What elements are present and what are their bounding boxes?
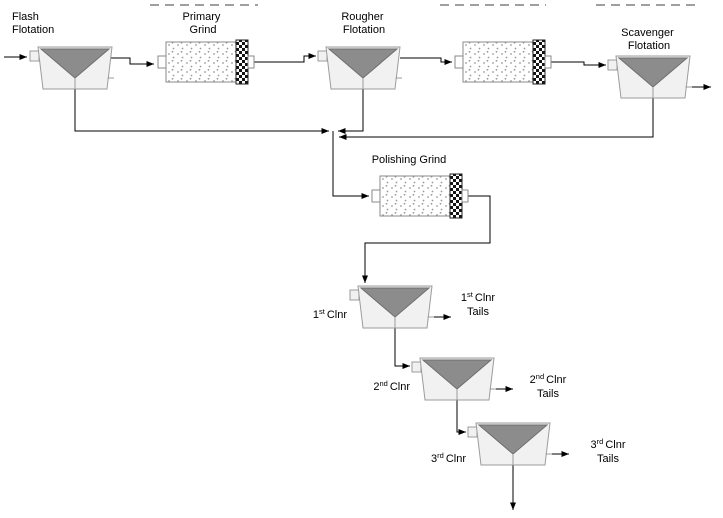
cleaner1-flotation-cell xyxy=(349,285,435,329)
polishing-grind-label: Polishing Grind xyxy=(372,154,447,166)
cleaner3-flotation-cell xyxy=(467,422,553,466)
secondary-grind-mill xyxy=(454,39,552,85)
stream-primary-grind-to-rougher xyxy=(254,53,316,63)
scavenger-flotation-cell xyxy=(607,55,693,99)
cleaner2-flotation-cell xyxy=(411,357,497,401)
stream-flash-conc-to-junction xyxy=(74,89,329,134)
scavenger-flotation-label: Scavenger Flotation xyxy=(621,27,677,52)
stream-cleaner2-conc-to-cleaner3 xyxy=(456,400,466,435)
flash-flotation-cell xyxy=(29,46,115,90)
polishing-grind-mill xyxy=(371,173,469,219)
flash-flotation-label: Flash Flotation xyxy=(12,11,54,36)
stream-rougher-tails-to-secondary-grind xyxy=(400,57,452,65)
rougher-flotation-label: Rougher Flotation xyxy=(341,11,386,36)
stream-rougher-conc-to-junction xyxy=(338,89,364,134)
stream-polishing-grind-to-cleaner1 xyxy=(362,195,491,283)
stream-junction-to-polishing-grind xyxy=(332,131,369,199)
stream-cleaner1-conc-to-cleaner2 xyxy=(394,328,410,369)
rougher-flotation-cell xyxy=(317,46,403,90)
stream-flash-tails-to-primary-grind xyxy=(111,57,154,67)
primary-grind-label: Primary Grind xyxy=(183,11,224,36)
primary-grind-mill xyxy=(157,39,255,85)
stream-secondary-grind-to-scavenger xyxy=(551,61,606,68)
stream-scavenger-conc-to-junction xyxy=(339,98,654,140)
